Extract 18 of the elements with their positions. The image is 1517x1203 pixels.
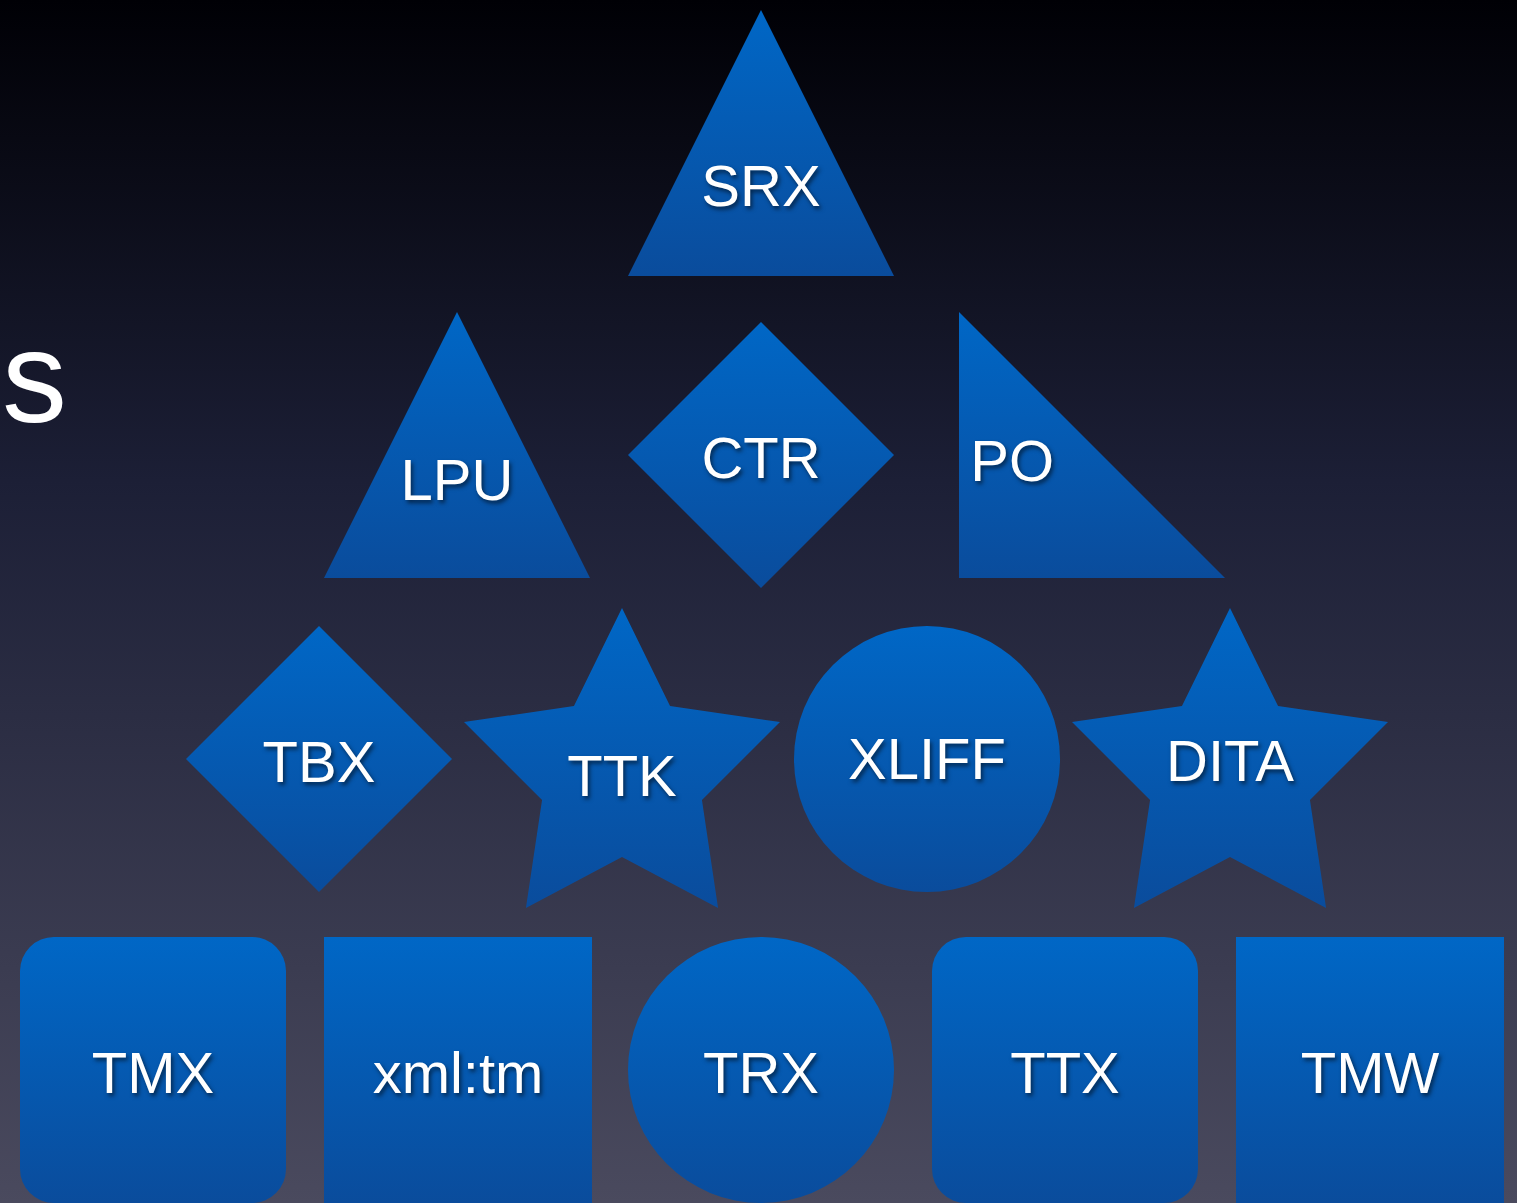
shape-label: SRX: [701, 156, 821, 215]
rounded-square: [20, 937, 286, 1203]
heading-text: s: [2, 312, 67, 442]
shape-label: LPU: [400, 450, 514, 509]
shape-label: XLIFF: [848, 730, 1006, 788]
shape-label: TMW: [1300, 1043, 1440, 1102]
shape-label: TRX: [703, 1043, 819, 1102]
shape-label: PO: [970, 431, 1055, 490]
rounded-square: [932, 937, 1198, 1203]
shape-label: TTX: [1010, 1043, 1120, 1102]
shape-label: DITA: [1166, 732, 1294, 790]
shape-label: TMX: [91, 1043, 215, 1102]
square-shape: [1236, 937, 1504, 1203]
shape-label: TBX: [262, 732, 376, 791]
square-shape: [324, 937, 592, 1203]
shape-label: CTR: [701, 428, 821, 487]
shape-label: TTK: [567, 747, 677, 805]
shape-label: xml:tm: [372, 1043, 544, 1102]
